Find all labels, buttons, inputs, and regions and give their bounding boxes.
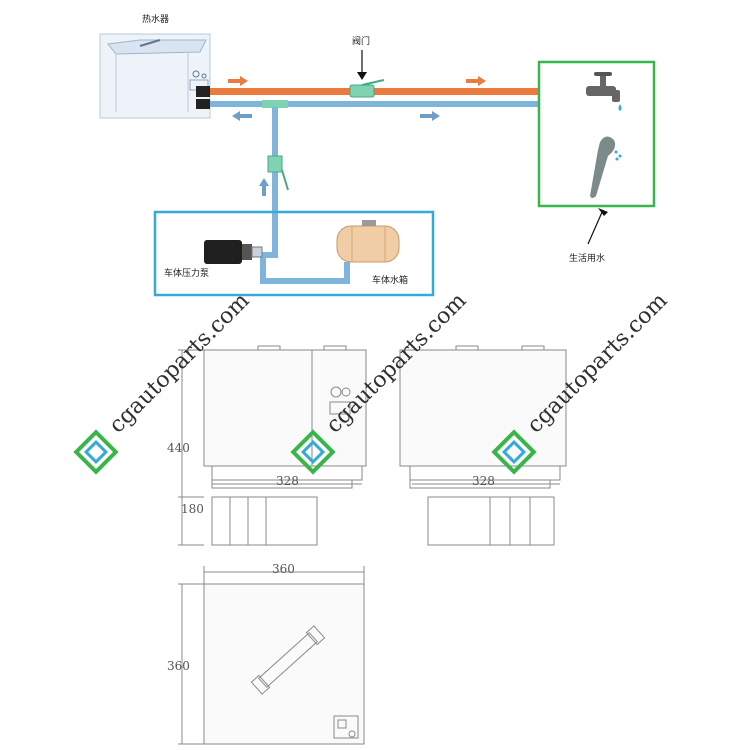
side-width-dim: 328 <box>472 474 495 488</box>
up-flow-arrow <box>259 178 269 196</box>
tank-label: 车体水箱 <box>372 274 408 286</box>
cg-logo-icon <box>73 429 119 475</box>
cg-logo-icon <box>290 429 336 475</box>
top-view-drawing <box>203 583 365 745</box>
domestic-water-box <box>537 60 656 208</box>
domestic-water-label: 生活用水 <box>569 252 605 264</box>
faucet-icon <box>586 72 622 111</box>
cg-logo-icon <box>491 429 537 475</box>
check-valve <box>267 155 289 191</box>
supply-pipe-vertical <box>272 107 278 257</box>
front-view-drawing <box>203 345 367 546</box>
front-height-top-dim: 440 <box>167 441 190 455</box>
cold-flow-arrow-right <box>420 111 440 121</box>
water-tank <box>336 220 400 263</box>
valve <box>349 79 385 98</box>
hot-water-pipe <box>210 88 540 95</box>
hot-pipe-connector <box>196 86 210 97</box>
shower-head-icon <box>590 136 622 198</box>
water-heater <box>99 33 211 119</box>
top-width-dim: 360 <box>272 562 295 576</box>
side-view-drawing <box>399 345 567 546</box>
heater-label: 热水器 <box>142 13 169 25</box>
vehicle-water-box <box>153 210 435 297</box>
top-height-dim: 360 <box>167 659 190 673</box>
hot-flow-arrow-right <box>466 76 486 86</box>
cold-water-pipe <box>210 101 540 107</box>
tee-fitting <box>262 100 288 108</box>
pump-inlet-pipe <box>260 258 266 284</box>
hot-flow-arrow-left <box>228 76 248 86</box>
front-width-dim: 328 <box>276 474 299 488</box>
pump-outlet-pipe <box>260 252 278 258</box>
tank-return-pipe <box>260 278 350 284</box>
pump-label: 车体压力泵 <box>164 267 209 279</box>
domestic-pointer-arrow <box>587 209 604 245</box>
cold-pipe-connector <box>196 99 210 109</box>
valve-label: 阀门 <box>352 35 370 47</box>
pressure-pump <box>204 240 263 264</box>
tank-outlet-pipe <box>344 262 350 284</box>
front-height-bottom-dim: 180 <box>181 502 204 516</box>
cold-flow-arrow-left <box>232 111 252 121</box>
